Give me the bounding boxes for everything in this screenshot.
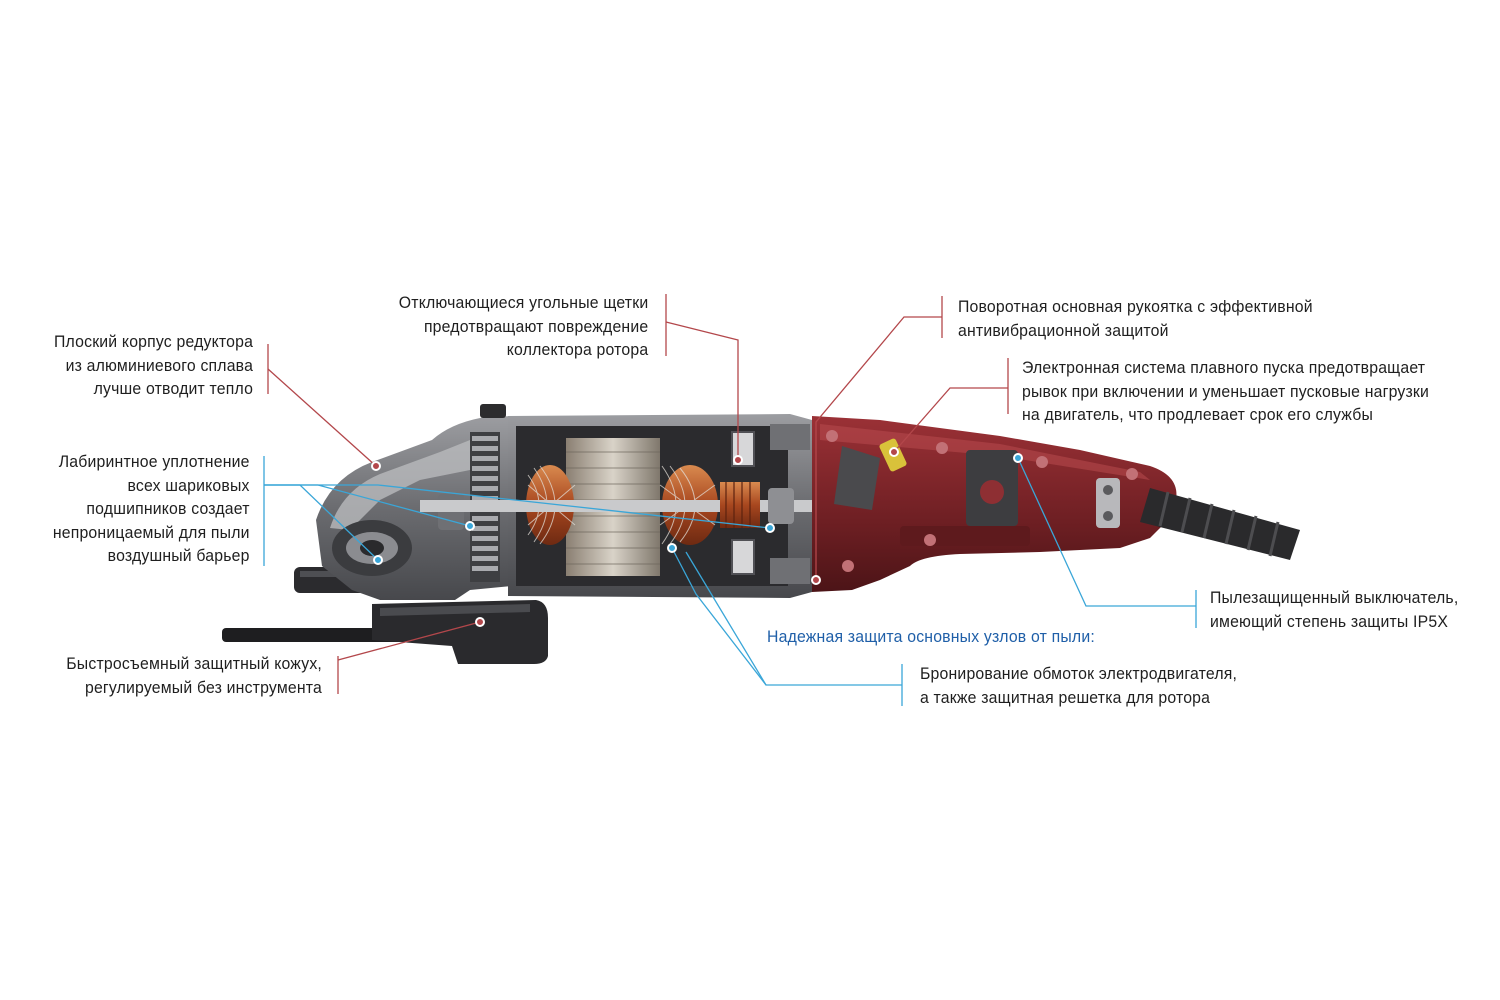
gear-head-group (316, 404, 512, 600)
label-gearbox-housing: Плоский корпус редуктора из алюминиевого… (53, 332, 254, 398)
label-carbon-brushes: Отключающиеся угольные щетки предотвраща… (398, 293, 648, 359)
label-winding-armor: Бронирование обмоток электродвигателя, а… (920, 664, 1238, 707)
leader-lines-blue (263, 456, 1197, 706)
label-guard: Быстросъемный защитный кожух, регулируем… (66, 654, 322, 697)
switch-lever (900, 526, 1030, 546)
rear-bearing (768, 488, 794, 524)
cable-sleeve (1140, 488, 1300, 560)
label-main-handle: Поворотная основная рукоятка с эффективн… (958, 297, 1313, 340)
leader-lines-red (267, 294, 1009, 694)
rear-handle-group (812, 416, 1300, 592)
soft-start-module (834, 446, 880, 510)
label-labyrinth-seal: Лабиринтное уплотнение всех шариковых по… (53, 452, 251, 565)
guard-body (372, 600, 548, 664)
switch-button (980, 480, 1004, 504)
handle-screw-plate (1096, 478, 1120, 528)
heading-dust-protection: Надежная защита основных узлов от пыли: (767, 627, 1095, 646)
label-dust-switch: Пылезащищенный выключатель, имеющий степ… (1210, 588, 1459, 631)
callout-dots (371, 447, 1023, 627)
carbon-brush-bottom (731, 539, 755, 575)
commutator (720, 482, 760, 528)
spindle-lock-button (480, 404, 506, 418)
label-soft-start: Электронная система плавного пуска предо… (1022, 358, 1430, 424)
